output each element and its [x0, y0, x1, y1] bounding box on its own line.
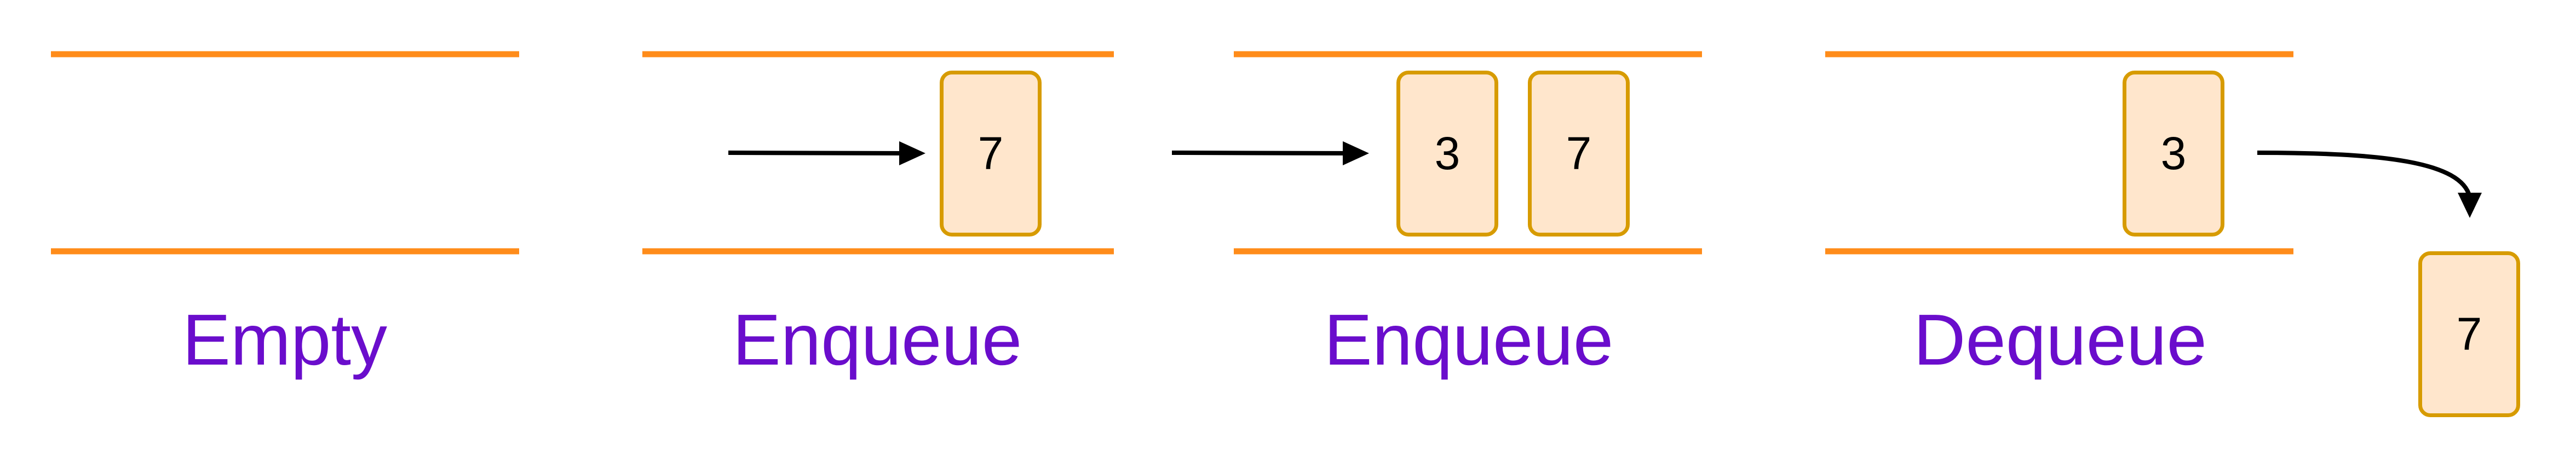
panel-2-caption: Enqueue — [732, 299, 1022, 380]
panel-3-queue-item-front: 3 — [1396, 71, 1498, 236]
panel-3-queue-item-back: 7 — [1528, 71, 1630, 236]
dequeue-arrow — [2257, 151, 2482, 218]
panel-4-queue-item: 3 — [2123, 71, 2224, 236]
panel-3-caption: Enqueue — [1324, 299, 1614, 380]
dequeued-item: 7 — [2418, 251, 2520, 417]
panel-2-enqueue-arrow — [728, 141, 925, 165]
panel-3-enqueue-arrow — [1171, 141, 1369, 165]
panel-1-caption: Empty — [182, 299, 388, 380]
panel-2-queue-item: 7 — [940, 71, 1042, 236]
panel-4-caption: Dequeue — [1913, 299, 2207, 380]
